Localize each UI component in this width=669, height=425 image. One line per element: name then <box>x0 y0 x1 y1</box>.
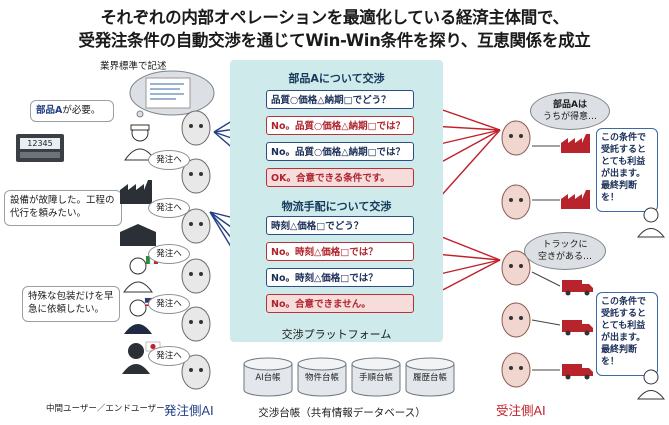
order-cloud-2: 発注へ <box>148 198 190 218</box>
ledger-database: 履歴台帳 <box>402 356 458 398</box>
ledger-label: 物件台帳 <box>304 373 339 383</box>
ordering-ai-label: 発注側AI <box>164 403 214 418</box>
ledger-label: 手順台帳 <box>358 373 393 383</box>
contractor-ai-label: 受注側AI <box>496 403 546 418</box>
order-cloud-4: 発注へ <box>148 294 190 314</box>
factory-icon-right-2 <box>561 190 590 209</box>
truck-icon-2 <box>562 320 593 336</box>
special-packaging-callout: 特殊な包装だけを早急に依頼したい。 <box>22 286 120 322</box>
order-cloud-1: 発注へ <box>148 150 190 170</box>
negotiation-message: 品質○価格△納期□でどう？ <box>266 90 414 109</box>
profit-callout-1: この条件で受託するととても利益が出ます。最終判断を！ <box>596 128 658 212</box>
platform-label: 交渉プラットフォーム <box>281 328 392 341</box>
thought-cloud-truck: トラックに 空きがある… <box>524 232 606 270</box>
ledger-label: 履歴台帳 <box>412 373 447 383</box>
manager-icon-1 <box>636 207 666 238</box>
ledger-caption: 交渉台帳（共有情報データベース） <box>258 407 426 419</box>
negotiation-message: No。時刻△価格□では？ <box>266 268 414 287</box>
factory-icon-right-1 <box>561 134 590 153</box>
truck-icon-1 <box>562 280 593 296</box>
factory-icon <box>120 180 152 204</box>
title-line-2: 受発注条件の自動交渉を通じてWin-Win条件を探り、互恵関係を成立 <box>78 31 591 50</box>
terminal-icon: 12345 <box>16 134 64 162</box>
ledger-database: 手順台帳 <box>348 356 404 398</box>
order-cloud-5: 発注へ <box>148 346 190 366</box>
title-line-1: それぞれの内部オペレーションを最適化している経済主体間で、 <box>100 8 569 27</box>
database-icon <box>297 357 347 397</box>
truck-icon-3 <box>562 364 593 380</box>
section-part-a-heading: 部品Aについて交渉 <box>288 72 385 85</box>
contractor-ai-robots <box>501 120 531 388</box>
worker-icon <box>124 124 156 161</box>
negotiation-message: No。時刻△価格□では？ <box>266 242 414 261</box>
negotiation-message: No。合意できません。 <box>266 294 414 313</box>
industry-standard-label: 業界標準で記述 <box>100 61 167 72</box>
manager-icon-2 <box>636 369 666 400</box>
building-icon <box>120 224 156 246</box>
document-thought-cloud <box>129 70 215 118</box>
need-part-a-callout: 部品Aが必要。 <box>30 100 114 122</box>
database-icon <box>351 357 401 397</box>
equipment-breakdown-callout: 設備が故障した。工程の代行を頼みたい。 <box>4 190 122 226</box>
ledger-database: AI台帳 <box>240 356 296 398</box>
thought-cloud-part-a: 部品Aは うちが得意… <box>530 92 610 130</box>
section-logistics-heading: 物流手配について交渉 <box>281 200 392 213</box>
ordering-ai-robots <box>181 110 211 390</box>
negotiation-message: No。品質○価格△納期□では？ <box>266 116 414 135</box>
database-icon <box>243 357 293 397</box>
profit-callout-2: この条件で受託するととても利益が出ます。最終判断を！ <box>596 292 658 376</box>
negotiation-message: 時刻△価格□でどう？ <box>266 216 414 235</box>
ledger-database: 物件台帳 <box>294 356 350 398</box>
negotiation-message: OK。合意できる条件です。 <box>266 168 414 187</box>
end-user-label: 中間ユーザー／エンドユーザー <box>46 404 165 414</box>
order-cloud-3: 発注へ <box>148 244 190 264</box>
ledger-label: AI台帳 <box>255 373 281 383</box>
database-icon <box>405 357 455 397</box>
foreign-user-japan-icon <box>122 341 161 374</box>
negotiation-message: No。品質○価格△納期□では？ <box>266 142 414 161</box>
